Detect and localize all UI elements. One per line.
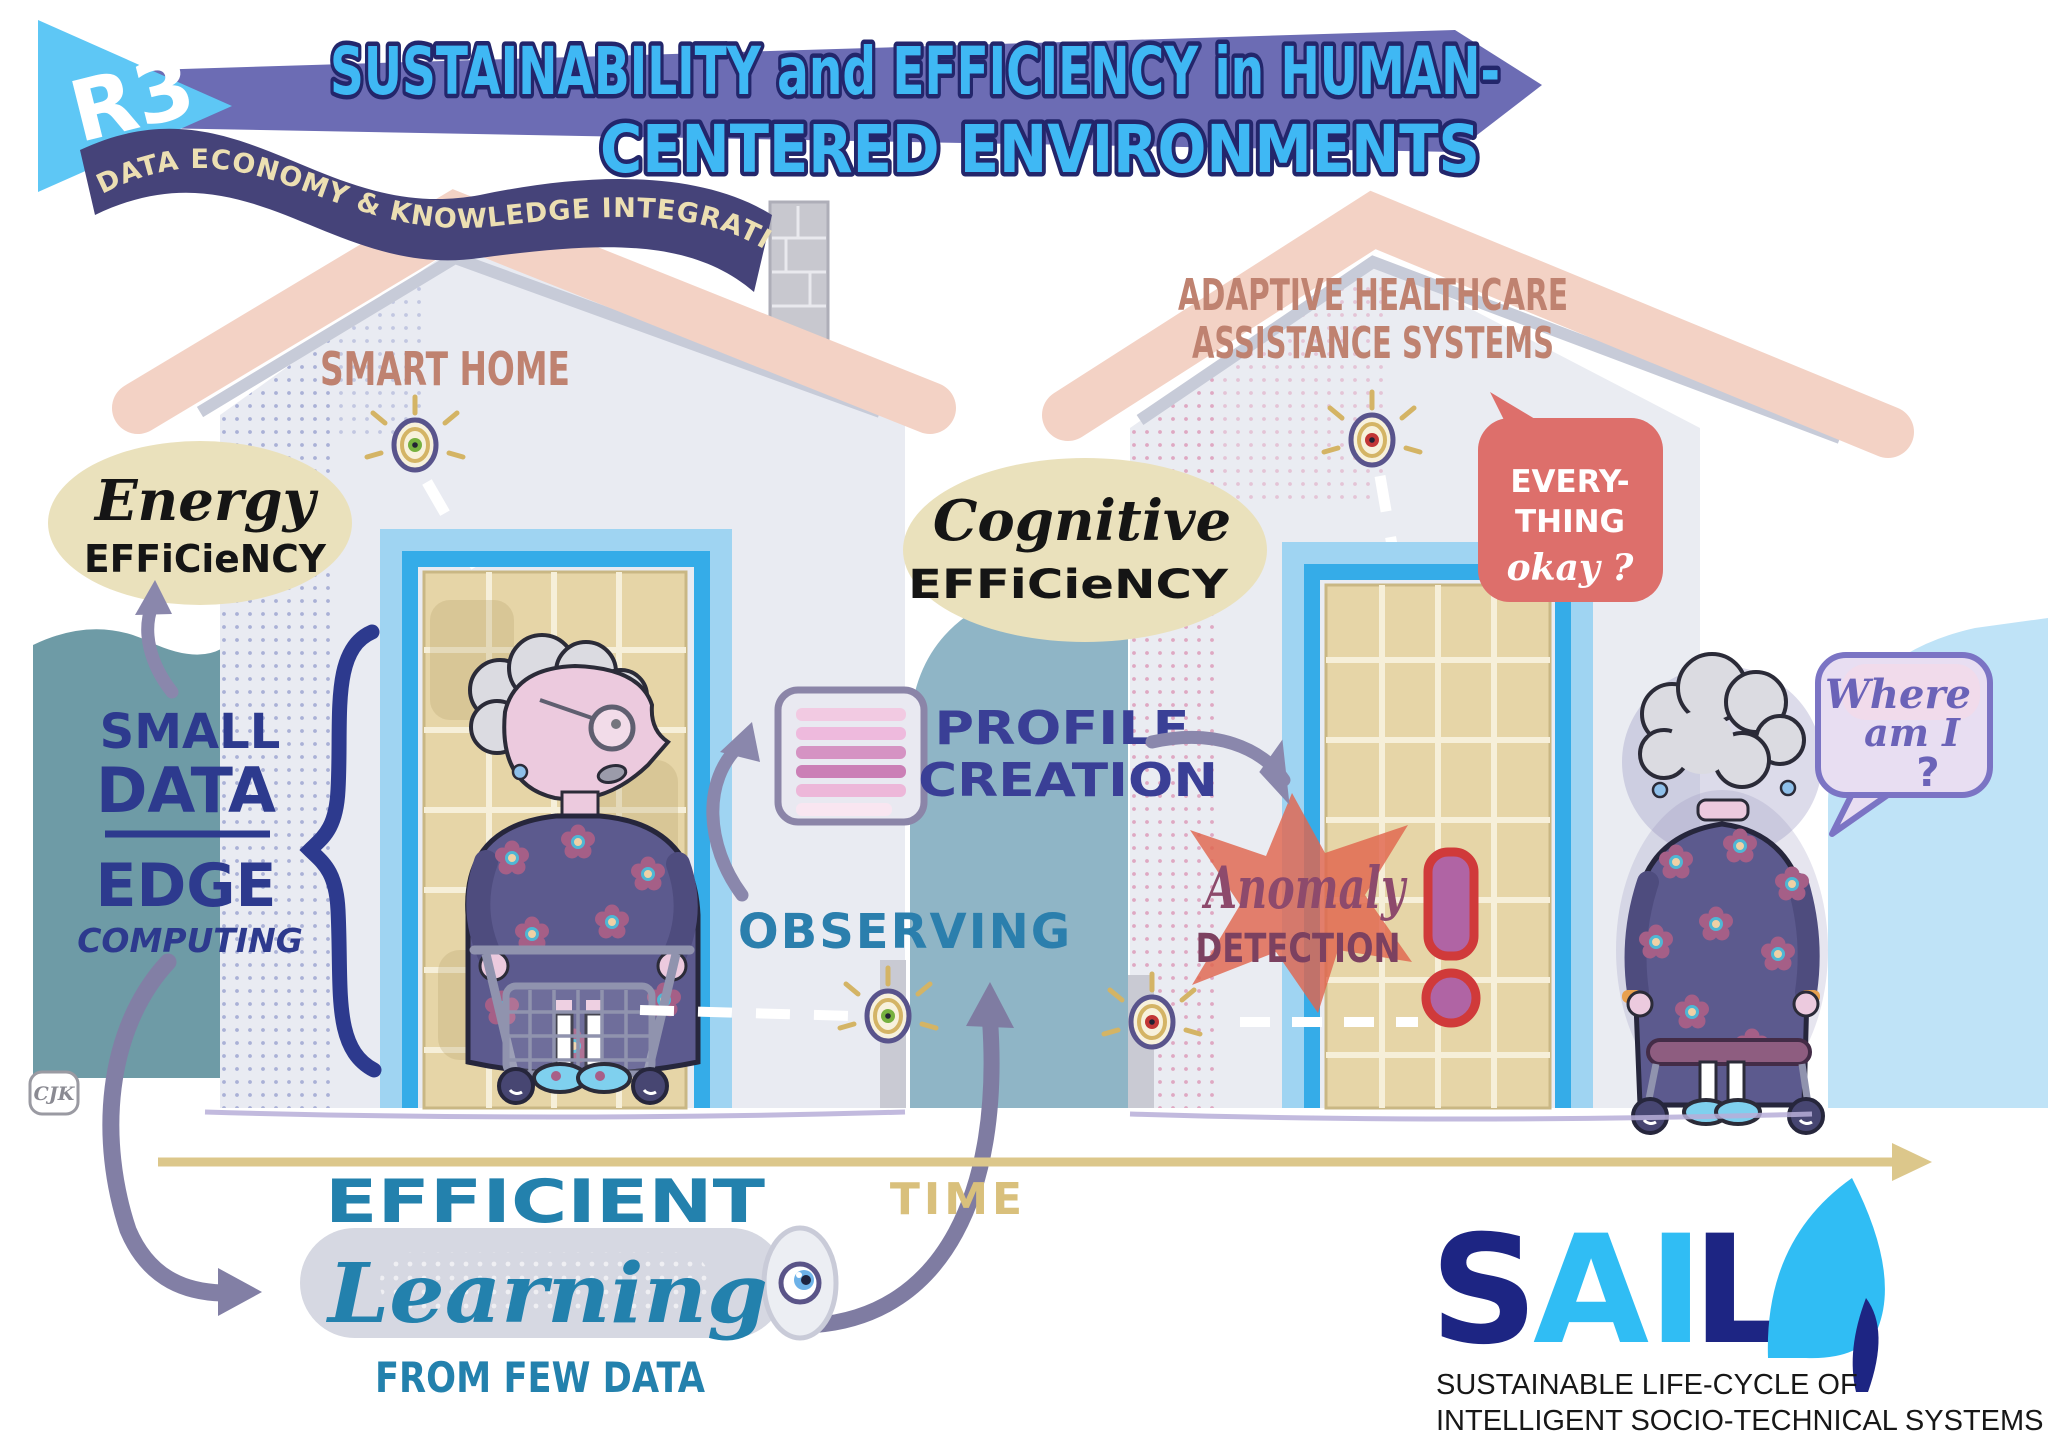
sail-icon-main [1767,1178,1885,1359]
smart-home-label: SMART HOME [320,342,570,396]
cognitive-line2: EFFiCieNCY [908,562,1229,608]
anomaly-exclamation-icon [1421,847,1481,1028]
left-door-frame-inner [402,551,710,1108]
banner-arrow-shape [150,30,1542,152]
time-axis-arrowhead [1892,1143,1932,1181]
everything-okay-bubble: EVERY- THING okay ? [1478,392,1663,602]
profile-to-door-arrow [1145,730,1291,805]
smart-home-house: SMART HOME [112,189,956,1110]
anomaly-starburst [1190,793,1412,1013]
okay-bubble-line2: THING [1515,504,1625,540]
sail-letter-a: A [1533,1204,1649,1378]
profile-card [774,686,928,826]
walker-front [469,945,695,1082]
learning-line1: EFFICIENT [325,1167,765,1237]
floor-sensor-beam-dashed [639,1005,853,1021]
efficient-learning-group: EFFICIENT Learning FROM FEW DATA [300,1167,839,1402]
observing-label: OBSERVING [738,904,1072,960]
where-bubble-line2: am I [1864,710,1961,755]
sail-icon-fin [1852,1298,1879,1392]
where-bubble-line1: Where [1825,671,1971,718]
small-data-edge-block: SMALL DATA EDGE COMPUTING [77,624,382,1078]
sensor-beam-dashed [422,479,530,655]
right-roof-underside [1136,255,1843,444]
sail-letter-i: I [1648,1204,1704,1378]
where-am-i-bubble: Where am I ? [1815,652,1993,837]
right-roof [1042,190,1914,458]
curly-brace [299,624,382,1078]
healthcare-house: ADAPTIVE HEALTHCARE ASSISTANCE SYSTEMS A… [1042,190,1914,1135]
sail-letter-s: S [1430,1204,1538,1378]
small-data-line2: DATA [96,754,276,827]
time-axis: TIME [158,1143,1932,1225]
observe-to-profile-arrow [706,722,760,902]
anomaly-label-line2: DETECTION [1196,926,1401,972]
title-line2: CENTERED ENVIRONMENTS [600,111,1480,188]
grandma-back-character [1616,652,1828,1135]
title-banner: R3 SUSTAINABILITY and EFFICIENCY in HUMA… [38,20,1542,193]
energy-arrow [135,580,179,699]
mid-blue-shape [910,581,1128,1108]
title-line1: SUSTAINABILITY and EFFICIENCY in HUMAN- [330,33,1500,110]
edge-to-learning-arrow [102,953,262,1316]
healthcare-label-line1: ADAPTIVE HEALTHCARE [1178,270,1568,321]
walker-back-bar [1646,1038,1812,1066]
anomaly-label-line1: Anomaly [1201,854,1408,922]
cognitive-efficiency-bubble: Cognitive EFFiCieNCY [903,458,1267,642]
ground-line-right [1129,1111,1813,1122]
cognitive-line1: Cognitive [933,488,1231,554]
okay-bubble-line1: EVERY- [1510,464,1629,500]
small-data-line4: COMPUTING [77,921,303,960]
signature-text: CJK [34,1083,76,1105]
learning-line3: FROM FEW DATA [375,1353,705,1402]
learning-line2: Learning [326,1246,768,1342]
time-label: TIME [890,1174,1026,1225]
sail-tagline-line1: SUSTAINABLE LIFE-CYCLE OF [1436,1369,1858,1401]
healthcare-label-line2: ASSISTANCE SYSTEMS [1192,318,1554,369]
where-bubble-line3: ? [1916,750,1939,796]
profile-creation-line2: CREATION [918,753,1218,807]
ground-line-left [204,1109,906,1120]
small-data-line3: EDGE [95,851,276,921]
energy-efficiency-bubble: Energy EFFiCieNCY [48,441,352,605]
sail-tagline-line2: INTELLIGENT SOCIO-TECHNICAL SYSTEMS [1436,1405,2044,1437]
roller-eye-icon [778,1261,822,1305]
energy-line1: Energy [93,468,319,534]
okay-bubble-line3: okay ? [1507,547,1635,589]
sail-logo: S A I L SUSTAINABLE LIFE-CYCLE OF INTELL… [1430,1178,2044,1437]
small-data-line1: SMALL [100,704,281,760]
artist-signature: CJK [28,1070,80,1116]
learning-to-observing-arrow [807,982,1014,1333]
energy-line2: EFFiCieNCY [84,537,326,581]
